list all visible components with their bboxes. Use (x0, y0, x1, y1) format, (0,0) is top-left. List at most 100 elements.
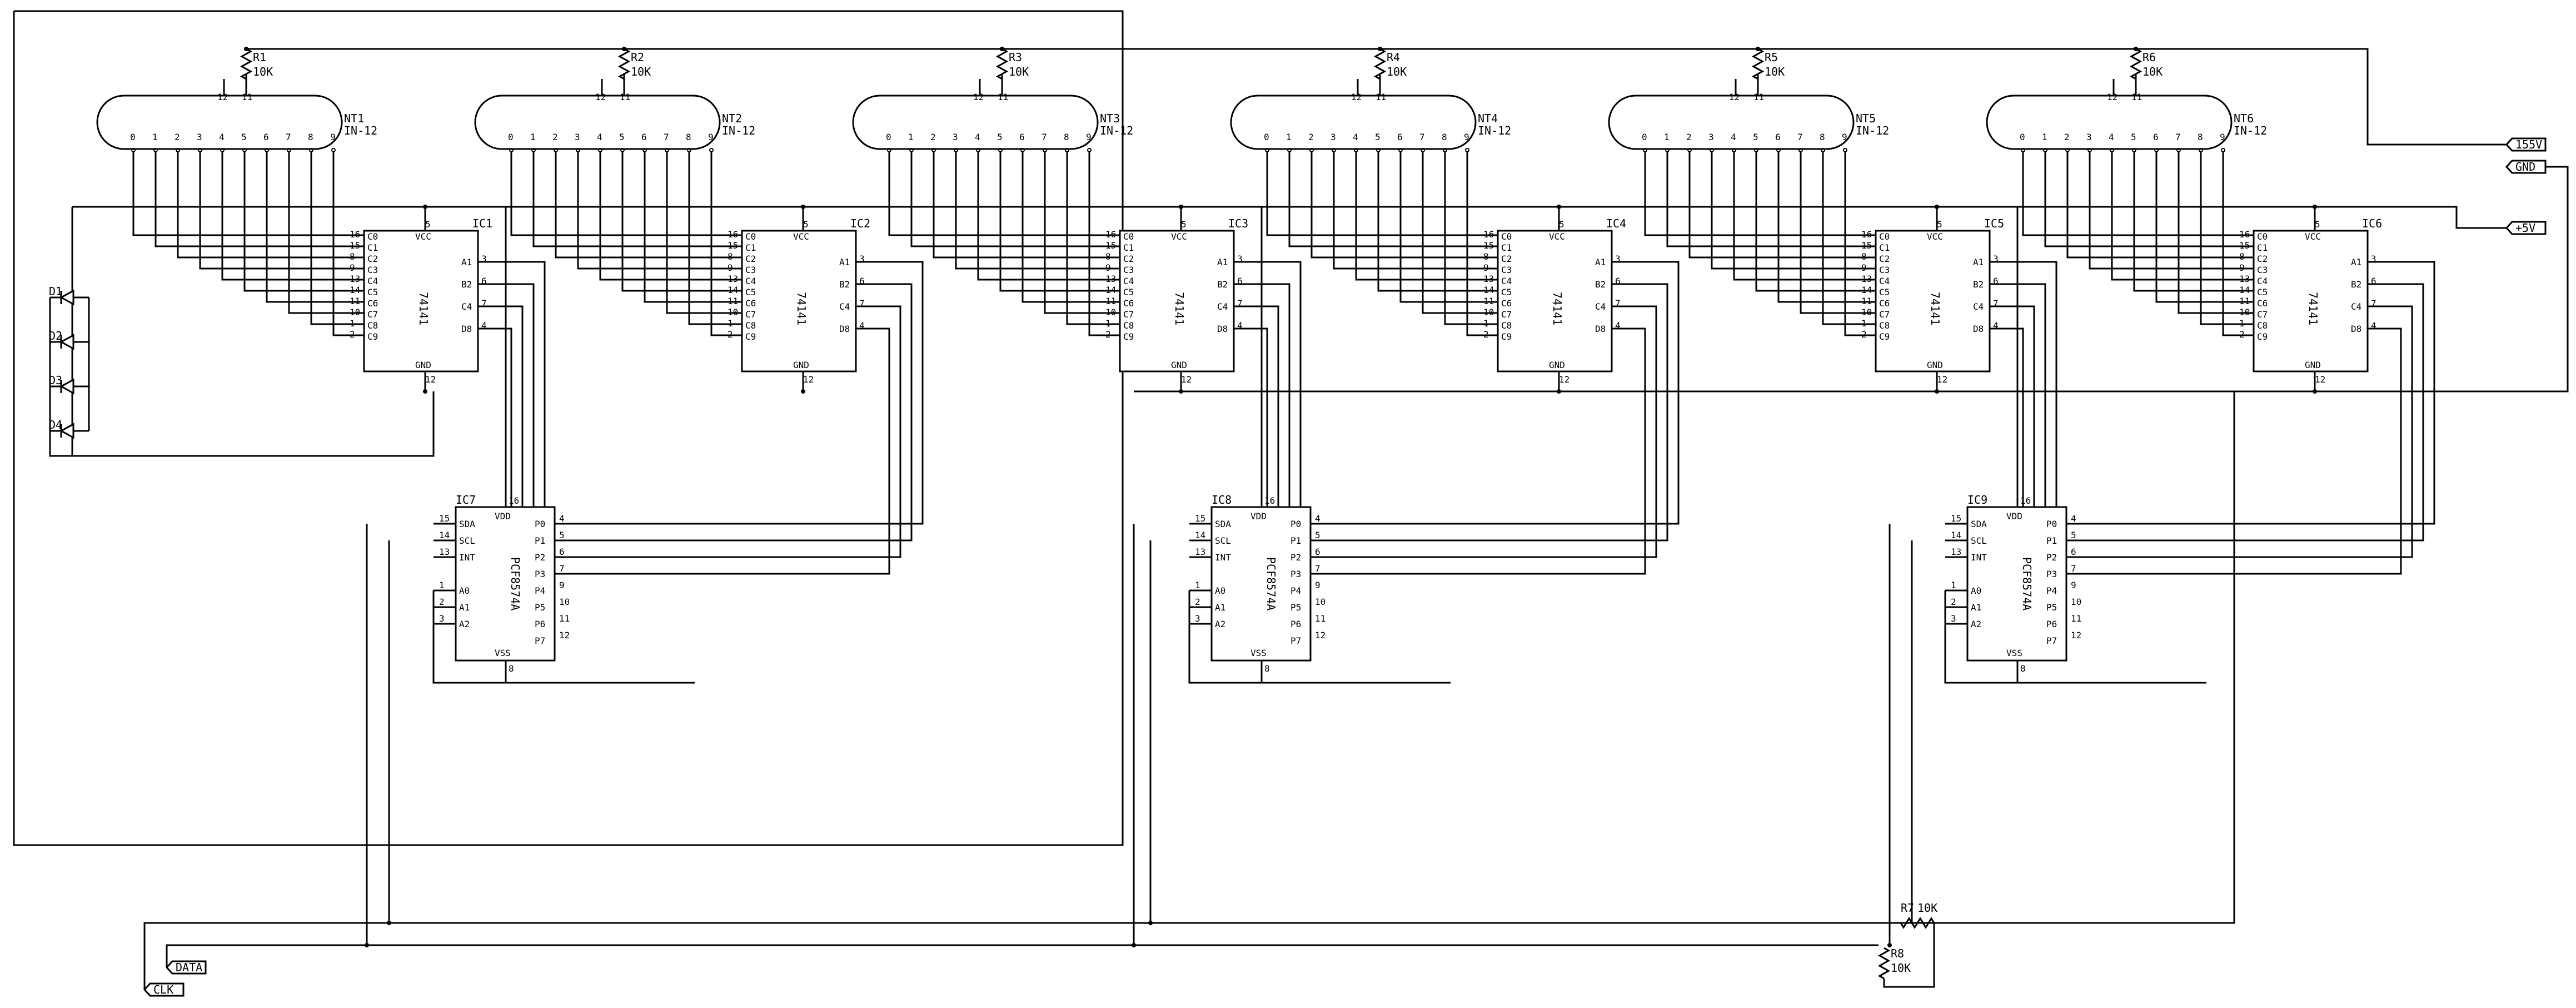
expander-pin-label: P4 (1291, 585, 1301, 596)
clk-port-label: CLK (153, 983, 173, 996)
diode-1 (59, 289, 74, 306)
driver-pin-label: C9 (2257, 331, 2268, 342)
driver-pin-num: 11 (1105, 296, 1116, 306)
driver-gnd-num: 12 (1181, 374, 1192, 385)
anode-resistor-value: 10K (1765, 65, 1785, 78)
cathode-pin (665, 148, 669, 152)
driver-pin-num: 6 (2371, 276, 2376, 286)
driver-pin-num: 16 (1861, 229, 1872, 240)
expander-pin-num: 10 (2071, 597, 2081, 607)
driver-vcc-label: VCC (1171, 231, 1187, 242)
cathode-pin (242, 148, 247, 152)
driver-pin-num: 13 (350, 274, 360, 284)
driver-gnd-num: 12 (803, 374, 814, 385)
cathode-pin (131, 148, 136, 152)
expander-pin-num: 11 (2071, 613, 2081, 624)
driver-pin-label: C4 (461, 301, 472, 312)
tube-type: IN-12 (344, 124, 377, 137)
cathode-pin (2065, 148, 2070, 152)
driver-pin-label: C5 (367, 287, 378, 297)
cathode-pin (509, 148, 514, 152)
expander-vdd-label: VDD (495, 511, 511, 522)
anode-resistor-ref: R1 (253, 51, 266, 64)
cathode-wire (1399, 151, 1498, 303)
expander-pin-label: SCL (1971, 535, 1987, 546)
driver-pin-label: C9 (1123, 331, 1134, 342)
cathode-pin (1065, 148, 1069, 152)
cathode-pin (598, 148, 602, 152)
expander-pin-label: P7 (535, 635, 545, 646)
driver-part: 74141 (1551, 292, 1564, 325)
driver-ic-2 (741, 230, 857, 373)
cathode-pin (265, 148, 269, 152)
driver-pin-num: 10 (350, 307, 360, 317)
expander-ic-3 (1966, 506, 2067, 662)
data-wire (166, 944, 367, 967)
driver-gnd-label: GND (1927, 360, 1943, 370)
cathode-wire (1844, 151, 1876, 336)
tube-type: IN-12 (1856, 124, 1889, 137)
expander-vss-num: 8 (509, 663, 514, 674)
expander-pin-num: 2 (1195, 597, 1200, 607)
cathode-pin (1020, 148, 1025, 152)
driver-pin-num: 10 (1483, 307, 1494, 317)
driver-gnd-num: 12 (425, 374, 436, 385)
cathode-pin (1754, 148, 1758, 152)
anode-resistor-4 (1373, 48, 1387, 80)
anode-resistor-ref: R3 (1009, 51, 1022, 64)
cathode-wire (2155, 151, 2254, 303)
driver-vcc-label: VCC (793, 231, 809, 242)
driver-pin-num: 11 (1483, 296, 1494, 306)
cathode-pin-num: 6 (2153, 132, 2159, 142)
anode-resistor-2 (617, 48, 631, 80)
bcd-wire (555, 261, 924, 525)
cathode-pin-num: 6 (263, 132, 269, 142)
driver-pin-num: 7 (1993, 298, 1999, 309)
cathode-pin-num: 3 (1708, 132, 1714, 142)
driver-pin-label: C4 (839, 301, 850, 312)
cathode-wire (710, 151, 742, 336)
cathode-pin-num: 4 (219, 132, 225, 142)
cathode-pin-num: 2 (930, 132, 936, 142)
driver-pin-num: 3 (2371, 254, 2376, 264)
expander-pin-num: 6 (2071, 547, 2076, 557)
cathode-pin (1087, 148, 1092, 152)
expander-pin-label: P7 (1291, 635, 1301, 646)
junction-dot (2313, 205, 2317, 209)
driver-pin-label: C3 (367, 265, 378, 275)
cathode-wire (199, 151, 364, 270)
driver-pin-num: 2 (1105, 329, 1111, 340)
driver-part: 74141 (795, 292, 808, 325)
expander-pin-num: 4 (2071, 513, 2076, 524)
tube-ref: NT1 (344, 112, 364, 125)
cathode-pin (1309, 148, 1314, 152)
driver-pin-num: 15 (1105, 240, 1116, 251)
driver-vcc-num: 5 (803, 219, 809, 230)
expander-pin-num: 10 (1315, 597, 1326, 607)
cathode-wire (1288, 151, 1498, 247)
pullup-vcc (1883, 923, 1935, 988)
cathode-wire (555, 151, 742, 259)
anode-resistor-1 (240, 48, 253, 80)
driver-pin-label: C1 (745, 242, 756, 253)
driver-pin-label: C2 (2257, 254, 2268, 264)
cathode-wire (1311, 151, 1498, 259)
driver-pin-num: 3 (481, 254, 487, 264)
driver-pin-num: 11 (2239, 296, 2250, 306)
driver-vcc-label: VCC (1549, 231, 1565, 242)
driver-pin-label: C4 (2351, 301, 2361, 312)
cathode-wire (1333, 151, 1498, 270)
junction-dot (1148, 921, 1153, 925)
cathode-wire (688, 151, 742, 325)
driver-pin-label: C7 (1879, 309, 1890, 320)
cathode-pin (1732, 148, 1736, 152)
driver-pin-label: C4 (1879, 276, 1890, 286)
driver-pin-label: C4 (1501, 276, 1512, 286)
driver-pin-label: C5 (745, 287, 756, 297)
driver-pin-label: C4 (367, 276, 378, 286)
driver-part: 74141 (2306, 292, 2320, 325)
cathode-wire (310, 151, 364, 325)
pullup-r7-ref: R7 (1901, 901, 1914, 915)
anode-pin-num: 12 (973, 92, 984, 102)
driver-pin-label: C1 (367, 242, 378, 253)
